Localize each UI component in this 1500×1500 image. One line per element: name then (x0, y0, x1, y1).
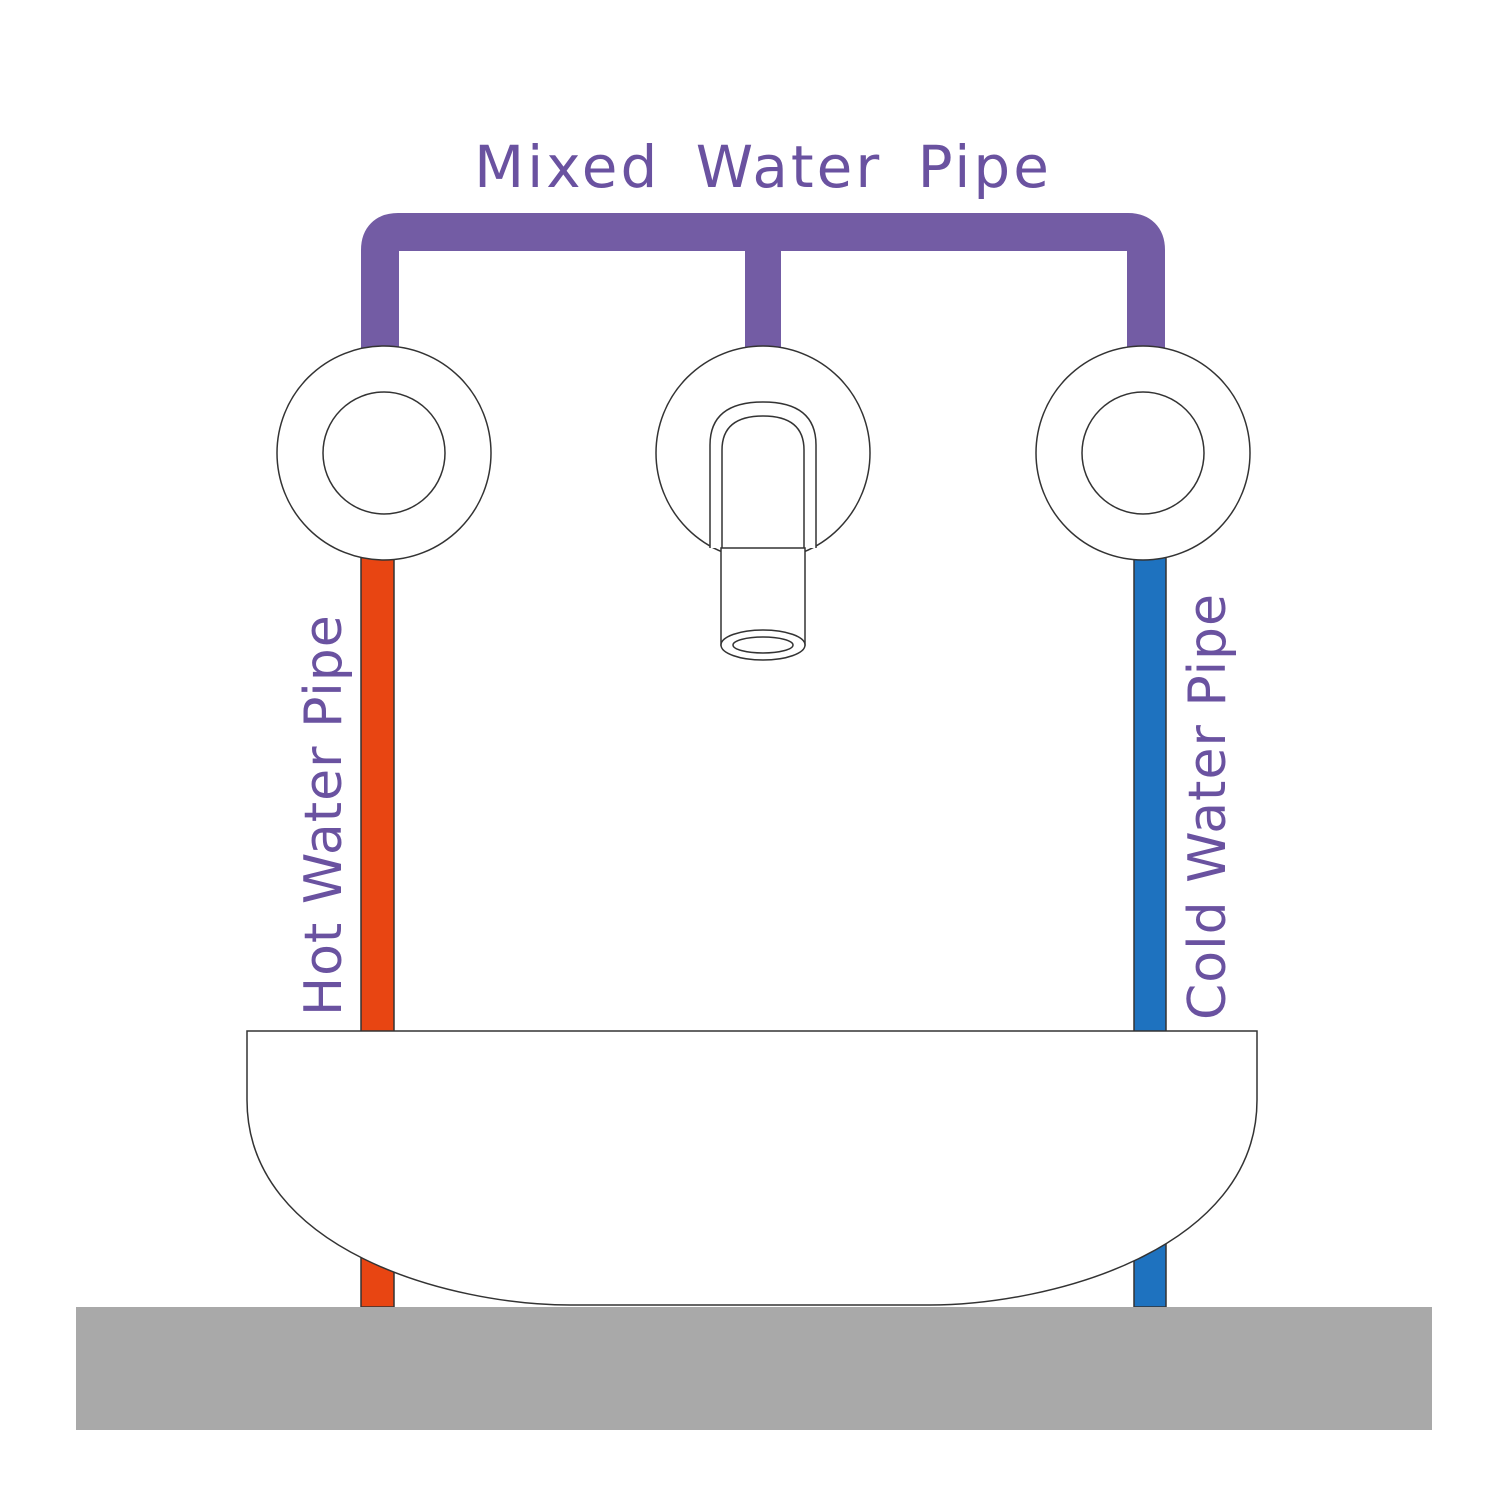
cold-pipe-upper (1133, 554, 1167, 1034)
mixed-water-pipe (361, 213, 1165, 350)
basin (246, 1030, 1258, 1306)
spout-outlet-inner (732, 636, 794, 654)
hot-valve-knob (322, 391, 446, 515)
mixed-water-pipe-label: Mixed Water Pipe (474, 133, 1052, 201)
hot-water-pipe-label: Hot Water Pipe (294, 614, 354, 1016)
spout-neck (709, 401, 817, 548)
spout-neck-inner (721, 415, 805, 548)
cold-valve-handle (1035, 345, 1251, 561)
hot-water-pipe (360, 554, 395, 1308)
wall-spout (655, 345, 871, 661)
cold-water-pipe-label: Cold Water Pipe (1178, 593, 1238, 1020)
hot-valve-handle (276, 345, 492, 561)
countertop (76, 1307, 1432, 1430)
cold-water-pipe (1133, 554, 1167, 1308)
cold-valve-knob (1081, 391, 1205, 515)
hot-pipe-upper (360, 554, 395, 1034)
